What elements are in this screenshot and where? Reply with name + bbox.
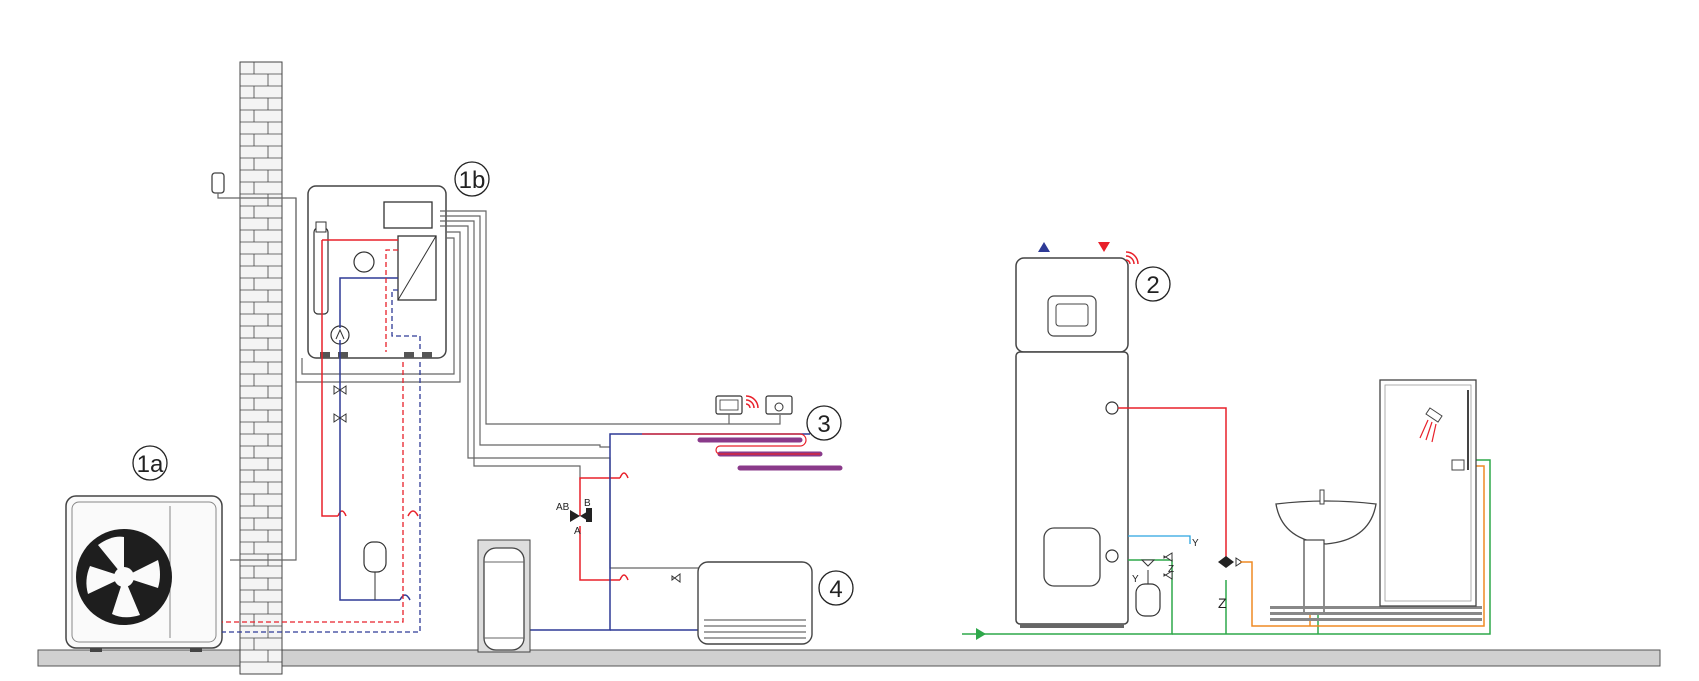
label-4: 4 [829, 576, 842, 603]
floor-heating-loops-outline [642, 433, 820, 455]
label-1b-circle [454, 161, 490, 197]
outdoor-unit [65, 495, 223, 652]
radiator-unit [671, 561, 813, 645]
room-thermostat-icon [715, 395, 759, 415]
supply-pipe [321, 240, 629, 581]
label-3: 3 [817, 411, 830, 438]
label-1b: 1b [459, 167, 486, 194]
shower-head-icon [1419, 407, 1443, 443]
washbasin [1275, 489, 1377, 615]
shower-cabin [1379, 379, 1477, 607]
tap-cold-line [1128, 535, 1191, 544]
cold-water-inlet-arrow [976, 628, 986, 640]
zt-mark-2: Z [1218, 595, 1227, 611]
shutoff-valves [333, 385, 347, 423]
safety-valve-group [1163, 552, 1173, 580]
water-heater [1015, 242, 1129, 628]
wifi-signal-icon [1125, 251, 1139, 265]
label-1a: 1a [137, 451, 164, 478]
hot-water-pipe [1118, 407, 1227, 560]
label-4-circle [818, 570, 854, 606]
refrigerant-red-dashed [222, 362, 404, 623]
refrigerant-blue-dashed [222, 362, 421, 633]
valve-port-b: B [584, 498, 591, 509]
buffer-tank [477, 539, 531, 653]
dhw-expansion-vessel [1135, 559, 1161, 617]
zt-mark-1: Z [1168, 564, 1174, 575]
valve-port-a: A [574, 526, 581, 537]
label-3-circle [806, 405, 842, 441]
control-cables [295, 198, 781, 569]
floor-pipes [1270, 606, 1482, 621]
port-y1: Y [1192, 538, 1199, 549]
label-2: 2 [1146, 272, 1159, 299]
three-way-valve: AB B A [556, 498, 592, 537]
indoor-blue-dashed [391, 289, 421, 352]
indoor-unit [307, 185, 447, 359]
valve-port-ab: AB [556, 502, 570, 513]
wifi-controller-icon [765, 395, 793, 415]
mixing-valve [1218, 556, 1243, 568]
port-y2: Y [1132, 574, 1139, 585]
shower-mixer [1451, 459, 1465, 471]
indoor-blue-internal [339, 277, 398, 328]
indoor-red-dashed [385, 249, 398, 352]
label-2-circle [1135, 266, 1171, 302]
brick-wall [239, 61, 283, 675]
label-1a-circle [132, 445, 168, 481]
floor-slab [37, 649, 1661, 667]
expansion-vessel [363, 541, 387, 600]
